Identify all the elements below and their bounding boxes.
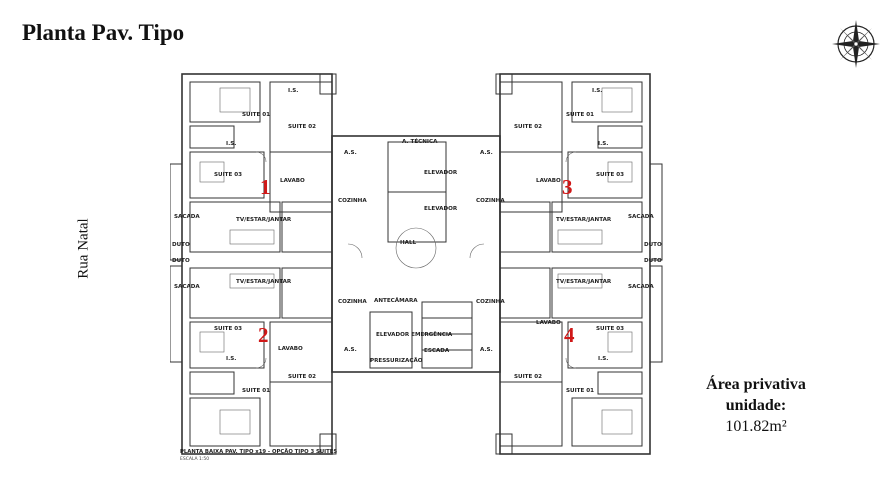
room-antecamara: ANTECÂMARA xyxy=(374,298,418,304)
room-elevador: ELEVADOR xyxy=(424,206,458,212)
room-as: A.S. xyxy=(480,347,493,353)
room-is: I.S. xyxy=(226,141,237,147)
room-sacada: SACADA xyxy=(174,284,200,290)
area-label-line1: Área privativa xyxy=(706,376,806,393)
floor-plan: I.S. SUITE 01 SUITE 02 I.S. SUITE 03 LAV… xyxy=(169,68,670,460)
room-cozinha: COZINHA xyxy=(476,299,505,305)
room-tv: TV/ESTAR/JANTAR xyxy=(236,217,292,223)
street-label: Rua Natal xyxy=(75,218,92,279)
unit-number-1: 1 xyxy=(260,175,271,199)
room-duto: DUTO xyxy=(172,258,190,264)
room-suite-02: SUITE 02 xyxy=(288,374,317,380)
room-elevador-emergencia: ELEVADOR EMERGÊNCIA xyxy=(376,332,453,338)
room-suite-03: SUITE 03 xyxy=(596,326,625,332)
room-hall: HALL xyxy=(400,240,417,246)
room-lavabo: LAVABO xyxy=(536,178,561,184)
room-cozinha: COZINHA xyxy=(476,198,505,204)
room-suite-02: SUITE 02 xyxy=(288,124,317,130)
plan-caption: PLANTA BAIXA PAV. TIPO x19 - OPÇÃO TIPO … xyxy=(180,449,338,455)
room-duto: DUTO xyxy=(172,242,190,248)
room-sacada: SACADA xyxy=(174,214,200,220)
area-label-line2: unidade: xyxy=(725,397,787,414)
area-box: Área privativa unidade: 101.82m² xyxy=(690,374,822,437)
room-is: I.S. xyxy=(226,356,237,362)
room-tv: TV/ESTAR/JANTAR xyxy=(556,279,612,285)
unit-number-2: 2 xyxy=(258,323,269,347)
room-is: I.S. xyxy=(592,88,603,94)
room-suite-01: SUITE 01 xyxy=(242,112,271,118)
room-tv: TV/ESTAR/JANTAR xyxy=(236,279,292,285)
room-as: A.S. xyxy=(344,347,357,353)
room-escada: ESCADA xyxy=(424,348,450,354)
room-a-tecnica: A. TÉCNICA xyxy=(402,139,438,145)
room-lavabo: LAVABO xyxy=(280,178,305,184)
room-lavabo: LAVABO xyxy=(278,346,303,352)
room-sacada: SACADA xyxy=(628,214,654,220)
room-suite-03: SUITE 03 xyxy=(214,172,243,178)
room-as: A.S. xyxy=(480,150,493,156)
room-pressurizacao: PRESSURIZAÇÃO xyxy=(370,358,423,364)
room-cozinha: COZINHA xyxy=(338,299,367,305)
room-suite-03: SUITE 03 xyxy=(214,326,243,332)
room-is: I.S. xyxy=(288,88,299,94)
floor-plan-drawing xyxy=(169,73,663,455)
room-suite-01: SUITE 01 xyxy=(566,112,595,118)
room-suite-01: SUITE 01 xyxy=(242,388,271,394)
room-elevador: ELEVADOR xyxy=(424,170,458,176)
room-tv: TV/ESTAR/JANTAR xyxy=(556,217,612,223)
room-suite-01: SUITE 01 xyxy=(566,388,595,394)
unit-number-3: 3 xyxy=(562,175,573,199)
room-sacada: SACADA xyxy=(628,284,654,290)
room-duto: DUTO xyxy=(644,242,662,248)
plan-scale: ESCALA 1:50 xyxy=(180,457,210,462)
room-is: I.S. xyxy=(598,141,609,147)
unit-number-4: 4 xyxy=(564,323,575,347)
room-as: A.S. xyxy=(344,150,357,156)
room-cozinha: COZINHA xyxy=(338,198,367,204)
room-suite-03: SUITE 03 xyxy=(596,172,625,178)
room-duto: DUTO xyxy=(644,258,662,264)
area-value: 101.82m² xyxy=(725,418,787,435)
page-title: Planta Pav. Tipo xyxy=(22,20,185,45)
room-is: I.S. xyxy=(598,356,609,362)
room-lavabo: LAVABO xyxy=(536,320,561,326)
room-suite-02: SUITE 02 xyxy=(514,374,543,380)
compass-rose-icon xyxy=(832,20,880,68)
room-suite-02: SUITE 02 xyxy=(514,124,543,130)
